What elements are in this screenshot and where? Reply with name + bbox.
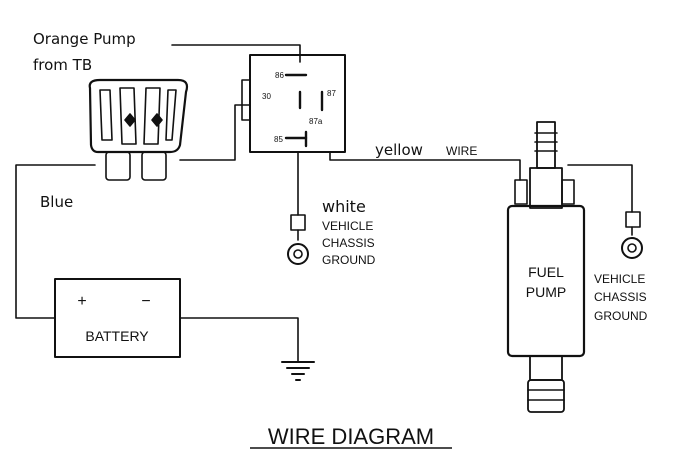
pump-ground-terminal: [621, 211, 643, 259]
fuel-pump: [506, 121, 586, 413]
battery-label: BATTERY: [85, 328, 149, 344]
orange-pump-label-line2: from TB: [33, 56, 92, 74]
white-wire-label: white: [322, 197, 366, 216]
fuse-holder: [88, 78, 189, 181]
relay: [241, 54, 346, 153]
blue-wire-label: Blue: [40, 193, 73, 211]
wires: [15, 44, 633, 363]
relay-ground-line2: CHASSIS: [322, 236, 375, 250]
relay-pin-30: 30: [262, 92, 271, 101]
relay-pin-86: 86: [275, 71, 284, 80]
pump-ground-label: VEHICLE CHASSIS GROUND: [594, 272, 648, 323]
pump-ground-line2: CHASSIS: [594, 290, 647, 304]
yellow-wire-suffix: WIRE: [446, 144, 477, 158]
relay-ground-label: VEHICLE CHASSIS GROUND: [322, 219, 376, 267]
fuel-pump-label-line1: FUEL: [528, 264, 564, 280]
relay-ground-line1: VEHICLE: [322, 219, 373, 233]
battery-minus-label: −: [141, 293, 150, 310]
relay-pin-labels: 86 30 87 87a 85: [262, 71, 336, 144]
relay-pin-85: 85: [274, 135, 283, 144]
diagram-caption: WIRE DIAGRAM: [268, 424, 434, 449]
battery: [54, 278, 181, 358]
relay-pin-87a: 87a: [309, 117, 323, 126]
relay-ground-line3: GROUND: [322, 253, 376, 267]
battery-plus-label: +: [77, 293, 86, 310]
relay-ground-terminal: [287, 214, 309, 265]
fuel-pump-label-line2: PUMP: [526, 284, 566, 300]
relay-pin-87: 87: [327, 89, 336, 98]
ground-symbol: [281, 361, 315, 381]
orange-pump-label-line1: Orange Pump: [33, 30, 136, 48]
pump-ground-line3: GROUND: [594, 309, 648, 323]
yellow-wire-label: yellow: [375, 141, 423, 159]
pump-ground-line1: VEHICLE: [594, 272, 645, 286]
